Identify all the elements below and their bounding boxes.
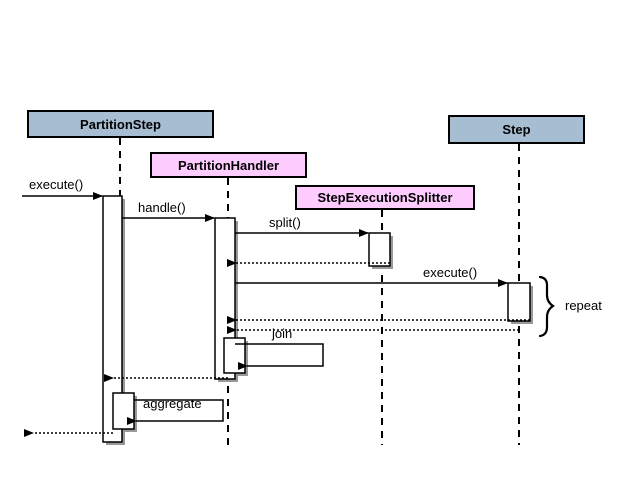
participant-label-step: Step	[502, 122, 531, 137]
message-label-execute-step: execute()	[423, 265, 478, 280]
participant-label-stepexecutionsplitter: StepExecutionSplitter	[317, 190, 453, 205]
message-arrows	[22, 192, 530, 437]
repeat-brace-icon	[538, 275, 555, 338]
message-label-aggregate: aggregate	[143, 396, 202, 411]
message-label-split: split()	[269, 215, 301, 230]
selfcall-join	[235, 343, 324, 370]
message-label-join: join	[272, 326, 293, 341]
message-label-handle: handle()	[138, 200, 186, 215]
activation-partitionstep-aggregate	[112, 392, 135, 430]
participant-label-partitionstep: PartitionStep	[80, 116, 161, 132]
activation-step-execute	[507, 282, 531, 322]
repeat-annotation-label: repeat	[565, 298, 602, 313]
message-label-execute-in: execute()	[29, 177, 84, 192]
participant-partitionstep[interactable]: PartitionStep	[27, 110, 214, 138]
participant-stepexecutionsplitter[interactable]: StepExecutionSplitter	[295, 185, 475, 210]
activation-splitter-split	[368, 232, 391, 267]
participant-label-partitionhandler: PartitionHandler	[177, 157, 280, 173]
selfcall-aggregate	[127, 399, 224, 425]
participant-partitionhandler[interactable]: PartitionHandler	[150, 152, 307, 178]
participant-step[interactable]: Step	[448, 115, 585, 144]
